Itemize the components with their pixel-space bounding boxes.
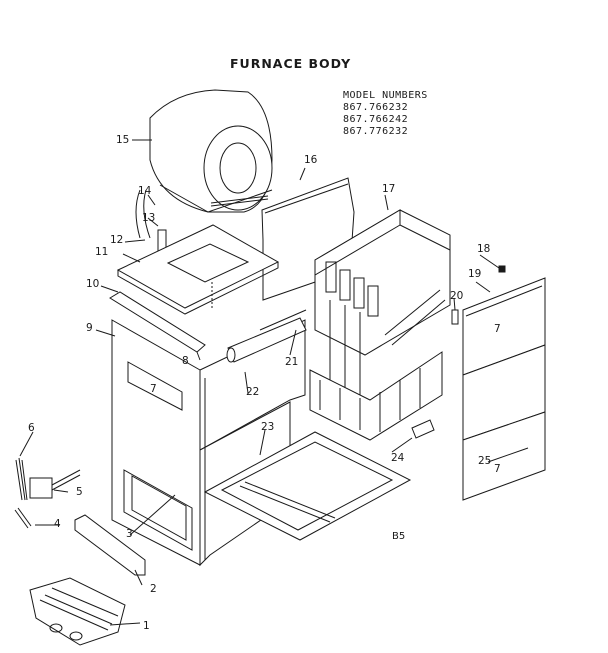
callout-22: 22 <box>246 386 260 398</box>
callout-20: 20 <box>450 290 464 302</box>
gas-valve <box>29 469 81 499</box>
callout-1: 1 <box>143 620 150 632</box>
model-numbers-block: MODEL NUMBERS 867.766232 867.766242 867.… <box>343 90 428 138</box>
callout-2: 2 <box>150 583 157 595</box>
burner-tube <box>226 309 307 363</box>
callout-9: 9 <box>86 322 93 334</box>
bottom-pan <box>203 431 412 541</box>
part-24 <box>411 419 435 439</box>
bracket <box>451 309 459 325</box>
blower-assembly <box>149 89 273 213</box>
callout-13: 13 <box>142 212 156 224</box>
diagram-code: B5 <box>392 531 406 542</box>
callout-3: 3 <box>126 528 133 540</box>
callout-12: 12 <box>110 234 124 246</box>
callout-15: 15 <box>116 134 130 146</box>
callout-5: 5 <box>76 486 83 498</box>
callout-21: 21 <box>285 356 299 368</box>
callout-8: 8 <box>182 355 189 367</box>
cover-strip <box>74 514 146 576</box>
model-number: 867.766242 <box>343 114 409 125</box>
callout-18: 18 <box>477 243 491 255</box>
top-panel <box>116 224 280 315</box>
front-rail <box>109 291 206 361</box>
callout-14: 14 <box>138 185 152 197</box>
callout-25: 25 <box>478 455 492 467</box>
callout-11: 11 <box>95 246 109 258</box>
callout-17: 17 <box>382 183 396 195</box>
callout-23: 23 <box>261 421 275 433</box>
callout-19: 19 <box>468 268 482 280</box>
callout-7: 7 <box>150 383 157 395</box>
limit-control <box>135 189 167 259</box>
model-number: 867.776232 <box>343 126 409 137</box>
clip-part <box>498 265 506 273</box>
wire-bundle <box>14 457 32 529</box>
callout-10: 10 <box>86 278 100 290</box>
burner-assembly <box>29 577 126 646</box>
callout-16: 16 <box>304 154 318 166</box>
callout-4: 4 <box>54 518 61 530</box>
callout-6: 6 <box>28 422 35 434</box>
heat-exchanger <box>309 209 451 441</box>
diagram-title: FURNACE BODY <box>230 56 352 71</box>
callout-7-lower-panel: 7 <box>494 463 501 475</box>
model-numbers-heading: MODEL NUMBERS <box>343 90 428 101</box>
callout-7-right-panel: 7 <box>494 323 501 335</box>
callout-24: 24 <box>391 452 405 464</box>
leader-lines <box>19 139 529 626</box>
model-number: 867.766232 <box>343 102 409 113</box>
right-side-panel <box>462 277 546 501</box>
